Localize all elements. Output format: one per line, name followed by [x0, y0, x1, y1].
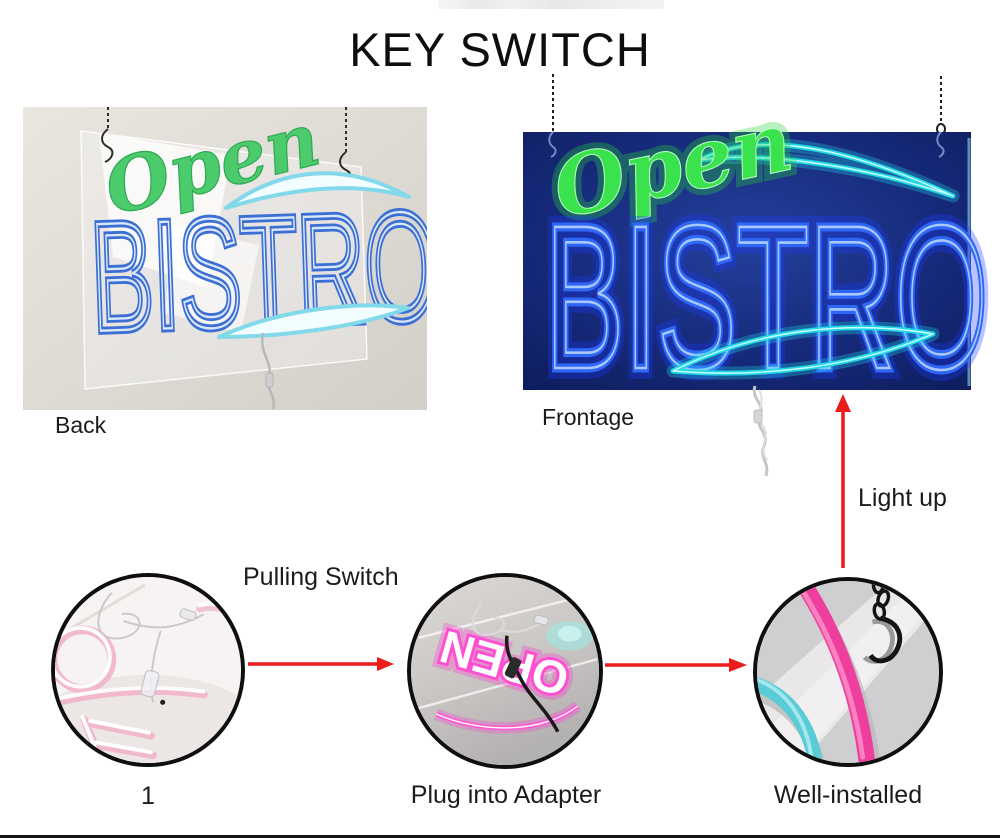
- step1-scene: [55, 577, 241, 763]
- acrylic-surface: [411, 577, 599, 765]
- black-chain-hook: [868, 581, 903, 664]
- pulling-switch-label: Pulling Switch: [243, 563, 399, 591]
- back-power-cable: [261, 332, 276, 410]
- wave-bottom-lit: [666, 321, 940, 380]
- s-hook-left: [101, 128, 114, 163]
- frontage-scene: Open Open BISTRO BISTRO BISTRO: [523, 74, 996, 420]
- arrow-right-icon-2: [605, 658, 747, 672]
- step3-scene: [757, 581, 939, 763]
- pink-neon-tube: [799, 582, 875, 763]
- svg-text:BISTRO: BISTRO: [545, 182, 988, 412]
- cyan-glow-core: [557, 625, 582, 642]
- step2-scene: OPEN OPEN OPEN: [411, 577, 599, 765]
- pink-swoosh-lit: [434, 701, 582, 734]
- svg-text:BISTRO: BISTRO: [545, 182, 988, 412]
- frontage-power-cable: [752, 385, 769, 477]
- wire-connector: [533, 614, 549, 626]
- cyan-neon-tube: [757, 677, 823, 763]
- step3-circle-well-installed: [753, 577, 943, 767]
- back-photo: Open BISTRO BISTRO: [23, 107, 427, 410]
- step1-circle-pulling-switch: [51, 573, 245, 767]
- metal-hook: [862, 619, 895, 664]
- back-photo-scene: Open BISTRO BISTRO: [23, 107, 427, 410]
- top-cropped-image-edge: [438, 0, 664, 9]
- adapter-plug: [504, 657, 522, 679]
- hook-nubs: [548, 131, 945, 158]
- step2-circle-plug-adapter: OPEN OPEN OPEN: [407, 573, 603, 769]
- back-label: Back: [55, 412, 107, 438]
- wave-top-unlit: [224, 171, 411, 210]
- step3-label: Well-installed: [773, 781, 923, 809]
- page-title: KEY SWITCH: [349, 23, 651, 76]
- panel-edges: [411, 593, 598, 712]
- svg-text:BISTRO: BISTRO: [545, 182, 988, 412]
- arrow-right-icon-1: [248, 657, 394, 671]
- switch-dot: [160, 699, 166, 705]
- panel-reflection: [165, 225, 259, 333]
- bistro-lit: BISTRO BISTRO BISTRO: [537, 174, 996, 421]
- frontage-label: Frontage: [542, 404, 635, 430]
- light-up-arrow-icon: [835, 394, 851, 568]
- adapter-cable: [504, 635, 560, 733]
- frontage-sign: Open Open BISTRO BISTRO BISTRO: [523, 68, 996, 420]
- step1-label: 1: [141, 782, 155, 810]
- pull-switch-connector: [140, 608, 197, 705]
- light-up-label: Light up: [858, 484, 947, 512]
- step2-label: Plug into Adapter: [410, 781, 602, 809]
- wave-bottom-unlit: [217, 303, 410, 339]
- bottom-section-divider: [0, 835, 1000, 838]
- wave-top-lit: [693, 138, 960, 203]
